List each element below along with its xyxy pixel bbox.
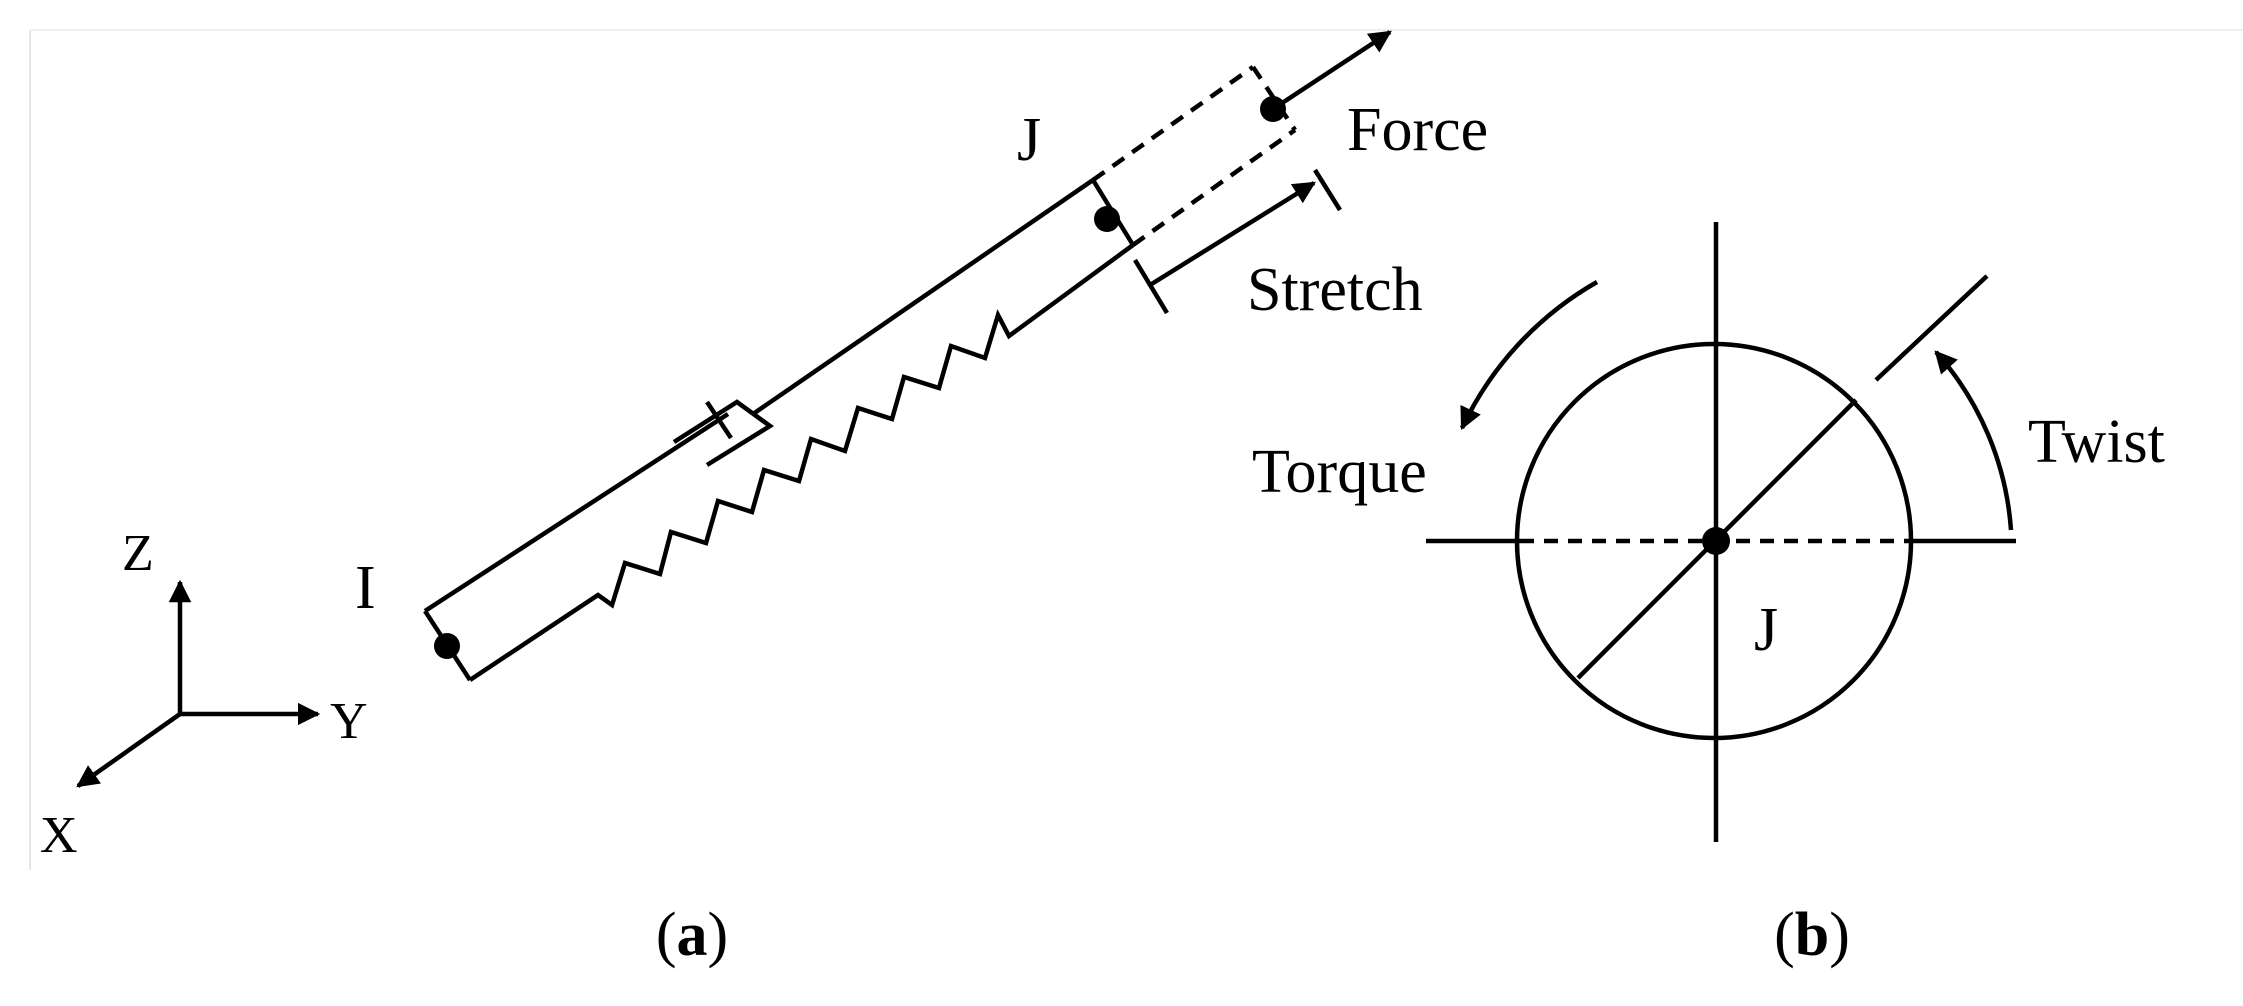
spring-coil: [468, 243, 1135, 682]
force-arrow: [1271, 30, 1392, 111]
panel-b: J Twist Torque (b): [1252, 222, 2165, 969]
displaced-lower-line: [1131, 128, 1297, 247]
rotated-reference-line: [1874, 274, 1989, 382]
damper-rod-left: [423, 412, 730, 613]
damper-rod-right: [751, 178, 1095, 416]
center-node-label: J: [1754, 596, 1778, 664]
node-i-dot: [434, 633, 460, 659]
damper-piston: [705, 400, 733, 440]
twist-arrow: [1934, 350, 2014, 531]
twist-label: Twist: [2028, 408, 2165, 476]
caption-b: (b): [1774, 901, 1850, 969]
x-axis-label: X: [40, 807, 78, 864]
center-node-dot: [1702, 527, 1730, 555]
stretch-arrow: [1148, 181, 1316, 287]
x-axis-arrow: [76, 712, 182, 788]
torque-arrow: [1459, 280, 1599, 431]
stretch-tick-end: [1313, 168, 1342, 212]
spring-damper-element: I J: [355, 106, 1135, 682]
node-i-label: I: [355, 554, 376, 622]
force-label: Force: [1347, 96, 1488, 164]
stretch-label: Stretch: [1247, 256, 1423, 324]
displaced-upper-line: [1091, 65, 1255, 182]
caption-a: (a): [656, 901, 728, 969]
stretch-dimension: [1133, 168, 1342, 315]
axis-triad: Z Y X: [40, 525, 368, 864]
node-j-dot: [1094, 206, 1120, 232]
panel-a: Z Y X I J: [40, 30, 1488, 969]
torque-label: Torque: [1252, 438, 1427, 506]
y-axis-label: Y: [330, 693, 368, 750]
stretch-tick-start: [1133, 258, 1169, 315]
z-axis-label: Z: [122, 525, 154, 582]
node-j-label: J: [1017, 106, 1041, 174]
displaced-end: [1091, 65, 1297, 247]
